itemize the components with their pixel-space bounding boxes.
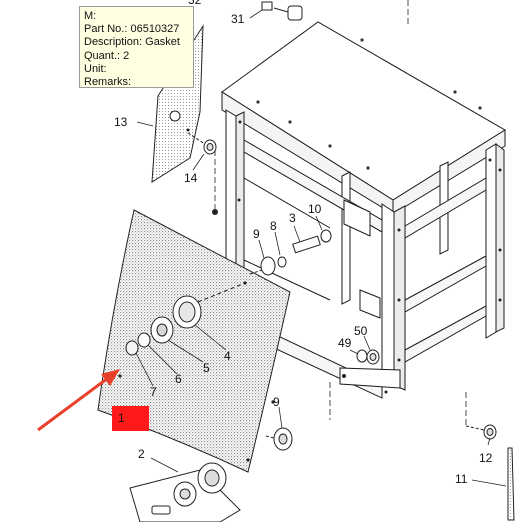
callout-13[interactable]: 13 [114,115,128,129]
bolt-assembly [249,229,332,276]
grommet-14 [187,132,217,155]
callout-6[interactable]: 6 [175,372,182,386]
callout-11[interactable]: 11 [455,472,468,486]
grommet-49-50 [356,349,380,365]
pin-31 [261,1,303,21]
grommet-assembly [125,282,246,356]
tooltip-quantity: Quant.: 2 [84,49,130,62]
callout-5[interactable]: 5 [203,361,210,375]
panel-hole [169,110,181,122]
tooltip-unit: Unit: [84,62,107,75]
rear-strip-11 [507,447,515,521]
tooltip-part-no: Part No.: 06510327 [84,23,180,36]
callout-3[interactable]: 3 [289,211,296,225]
callout-9[interactable]: 9 [253,227,260,241]
callout-9-lower[interactable]: 9 [273,395,280,409]
pointer-arrow [37,369,120,432]
callout-4[interactable]: 4 [224,349,231,363]
callout-10[interactable]: 10 [308,202,322,216]
callout-8[interactable]: 8 [270,219,277,233]
tooltip-m: M: [84,10,97,22]
tooltip-remarks: Remarks: [84,76,132,89]
frame-holes [212,120,502,394]
callout-49[interactable]: 49 [338,336,352,350]
grommet-9-lower [265,427,293,451]
grommet-12 [465,424,497,440]
callout-14[interactable]: 14 [184,171,198,185]
callout-50[interactable]: 50 [354,324,368,338]
callout-7[interactable]: 7 [150,385,157,399]
tooltip-description: Description: Gasket [84,36,180,49]
callout-31[interactable]: 31 [231,12,245,26]
callout-2[interactable]: 2 [138,447,145,461]
callout-1[interactable]: 1 [118,411,125,425]
callout-32[interactable]: 32 [188,0,202,7]
callout-labels: 31 32 13 14 9 8 3 10 4 5 6 7 50 49 9 2 1… [114,0,493,486]
callout-12[interactable]: 12 [479,451,493,465]
fastener-assembly-2 [129,462,241,522]
selected-callout-highlight[interactable]: 1 [112,406,149,431]
panel-hole [186,128,190,132]
part-info-tooltip: M: Part No.: 06510327 Description: Gaske… [79,6,194,88]
